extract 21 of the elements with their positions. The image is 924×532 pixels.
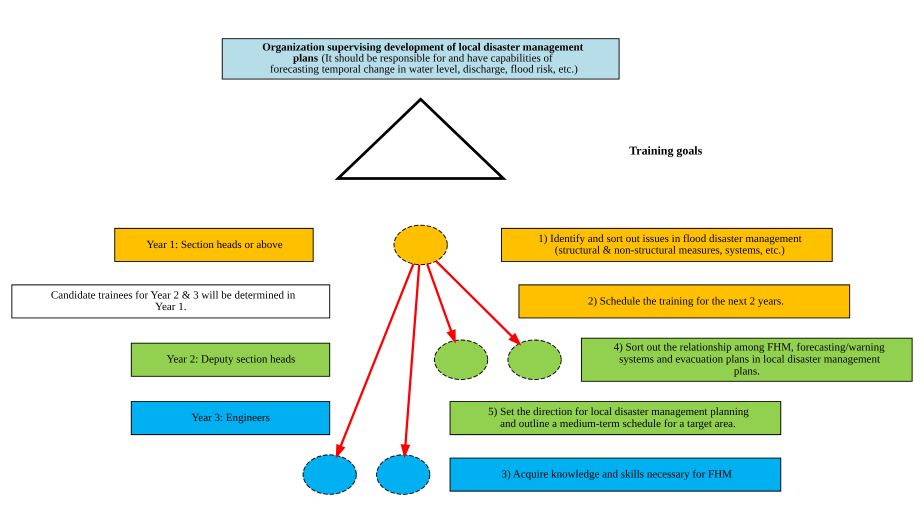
node-circle (507, 339, 562, 380)
node-box: Year 3: Engineers (130, 400, 330, 435)
node-circle (394, 224, 448, 265)
node-circle (302, 454, 357, 494)
node-box: 4) Sort out the relationship among FHM, forecasting/warning systems and evacuation plans in local disaster management plans. (580, 337, 913, 382)
node-box: Candidate trainees for Year 2 & 3 will be determined in Year 1. (11, 284, 330, 318)
node-box: 1) Identify and sort out issues in flood disaster management (structural & non-structural measures, systems, etc.) (501, 227, 833, 262)
node-box: 3) Acquire knowledge and skills necessary for FHM (450, 457, 782, 492)
node-box: Year 1: Section heads or above (114, 227, 314, 262)
arrow (336, 263, 414, 458)
arrow (435, 260, 522, 346)
arrow (426, 263, 456, 344)
node-box: 5) Set the direction for local disaster management planning and outline a medium-term schedule for a target area. (450, 400, 782, 435)
arrow (400, 264, 420, 458)
node-circle (434, 339, 488, 380)
node-box: Year 2: Deputy section heads (130, 342, 330, 376)
label: Training goals (629, 142, 702, 157)
node-circle (376, 454, 430, 494)
node-box: Organization supervising development of local disaster management plans (It should be responsible for and have capabilities of forecasting temporal change in water level, discharge, flood risk, etc.) (222, 38, 620, 80)
node-triangle (334, 96, 507, 180)
node-box: 2) Schedule the training for the next 2 years. (518, 284, 850, 318)
